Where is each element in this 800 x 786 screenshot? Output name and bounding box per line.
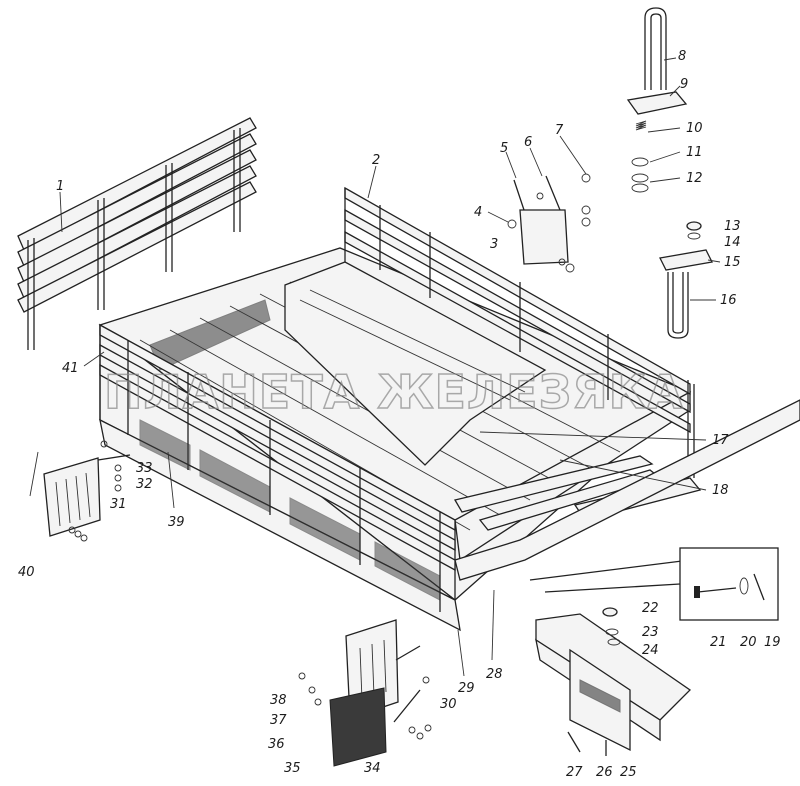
side-board-1 bbox=[17, 117, 257, 350]
callout-7-top: 7 bbox=[555, 123, 564, 138]
callout-39: 39 bbox=[168, 515, 185, 530]
callout-20: 20 bbox=[740, 635, 757, 650]
callout-35: 35 bbox=[284, 761, 301, 776]
callout-19: 19 bbox=[764, 635, 781, 650]
callout-17: 17 bbox=[712, 433, 729, 448]
callout-27: 27 bbox=[566, 765, 583, 780]
callout-12: 12 bbox=[686, 171, 703, 186]
callout-11: 11 bbox=[686, 145, 703, 160]
callout-2: 2 bbox=[372, 153, 380, 168]
leader-lines bbox=[29, 57, 721, 677]
callout-15: 15 bbox=[724, 255, 741, 270]
callout-5: 5 bbox=[500, 141, 508, 156]
callout-26: 26 bbox=[596, 765, 613, 780]
mud-flap-bottom bbox=[298, 619, 432, 767]
callout-21: 21 bbox=[710, 635, 727, 650]
callout-29: 29 bbox=[458, 681, 475, 696]
callout-23: 23 bbox=[642, 625, 659, 640]
hardware-group-top bbox=[507, 7, 713, 339]
callout-25: 25 bbox=[620, 765, 637, 780]
frame-bracket-detail bbox=[535, 607, 692, 756]
callout-33-left: 33 bbox=[136, 461, 153, 476]
bolt-inset bbox=[544, 547, 779, 621]
callout-32-left: 32 bbox=[136, 477, 153, 492]
callout-4: 4 bbox=[474, 205, 482, 220]
callout-labels: 1 2 3 4 5 6 7 8 9 10 11 12 13 14 15 16 1… bbox=[18, 49, 781, 780]
callout-37: 37 bbox=[270, 713, 287, 728]
callout-34: 34 bbox=[364, 761, 381, 776]
platform-body bbox=[98, 186, 800, 632]
callout-22: 22 bbox=[642, 601, 659, 616]
callout-9: 9 bbox=[680, 77, 688, 92]
callout-30: 30 bbox=[440, 697, 457, 712]
callout-28: 28 bbox=[486, 667, 503, 682]
callout-1: 1 bbox=[56, 179, 64, 194]
callout-38: 38 bbox=[270, 693, 287, 708]
callout-6: 6 bbox=[524, 135, 532, 150]
callout-13: 13 bbox=[724, 219, 741, 234]
callout-8: 8 bbox=[678, 49, 686, 64]
callout-3: 3 bbox=[490, 237, 498, 252]
callout-18: 18 bbox=[712, 483, 729, 498]
callout-31-left: 31 bbox=[110, 497, 127, 512]
watermark-text: ПЛАНЕТА ЖЕЛЕЗЯКА bbox=[104, 365, 684, 419]
callout-14: 14 bbox=[724, 235, 741, 250]
callout-40: 40 bbox=[18, 565, 35, 580]
callout-16: 16 bbox=[720, 293, 737, 308]
mud-flap-left bbox=[43, 440, 131, 542]
callout-36: 36 bbox=[268, 737, 285, 752]
callout-41: 41 bbox=[62, 361, 79, 376]
callout-24: 24 bbox=[642, 643, 659, 658]
callout-10: 10 bbox=[686, 121, 703, 136]
